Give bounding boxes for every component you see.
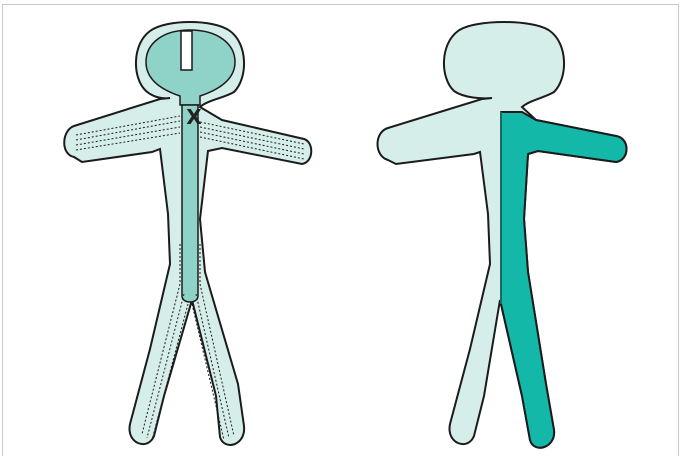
x-marker: X xyxy=(186,105,202,129)
left-head-slot xyxy=(181,31,192,70)
left-figure: X xyxy=(64,22,311,445)
body-diagram: X xyxy=(2,4,679,456)
right-half-highlight xyxy=(501,112,627,448)
frame-border xyxy=(3,5,679,457)
illustration-frame: X xyxy=(2,4,679,456)
left-torso-channel xyxy=(182,105,198,302)
right-figure xyxy=(378,22,627,448)
